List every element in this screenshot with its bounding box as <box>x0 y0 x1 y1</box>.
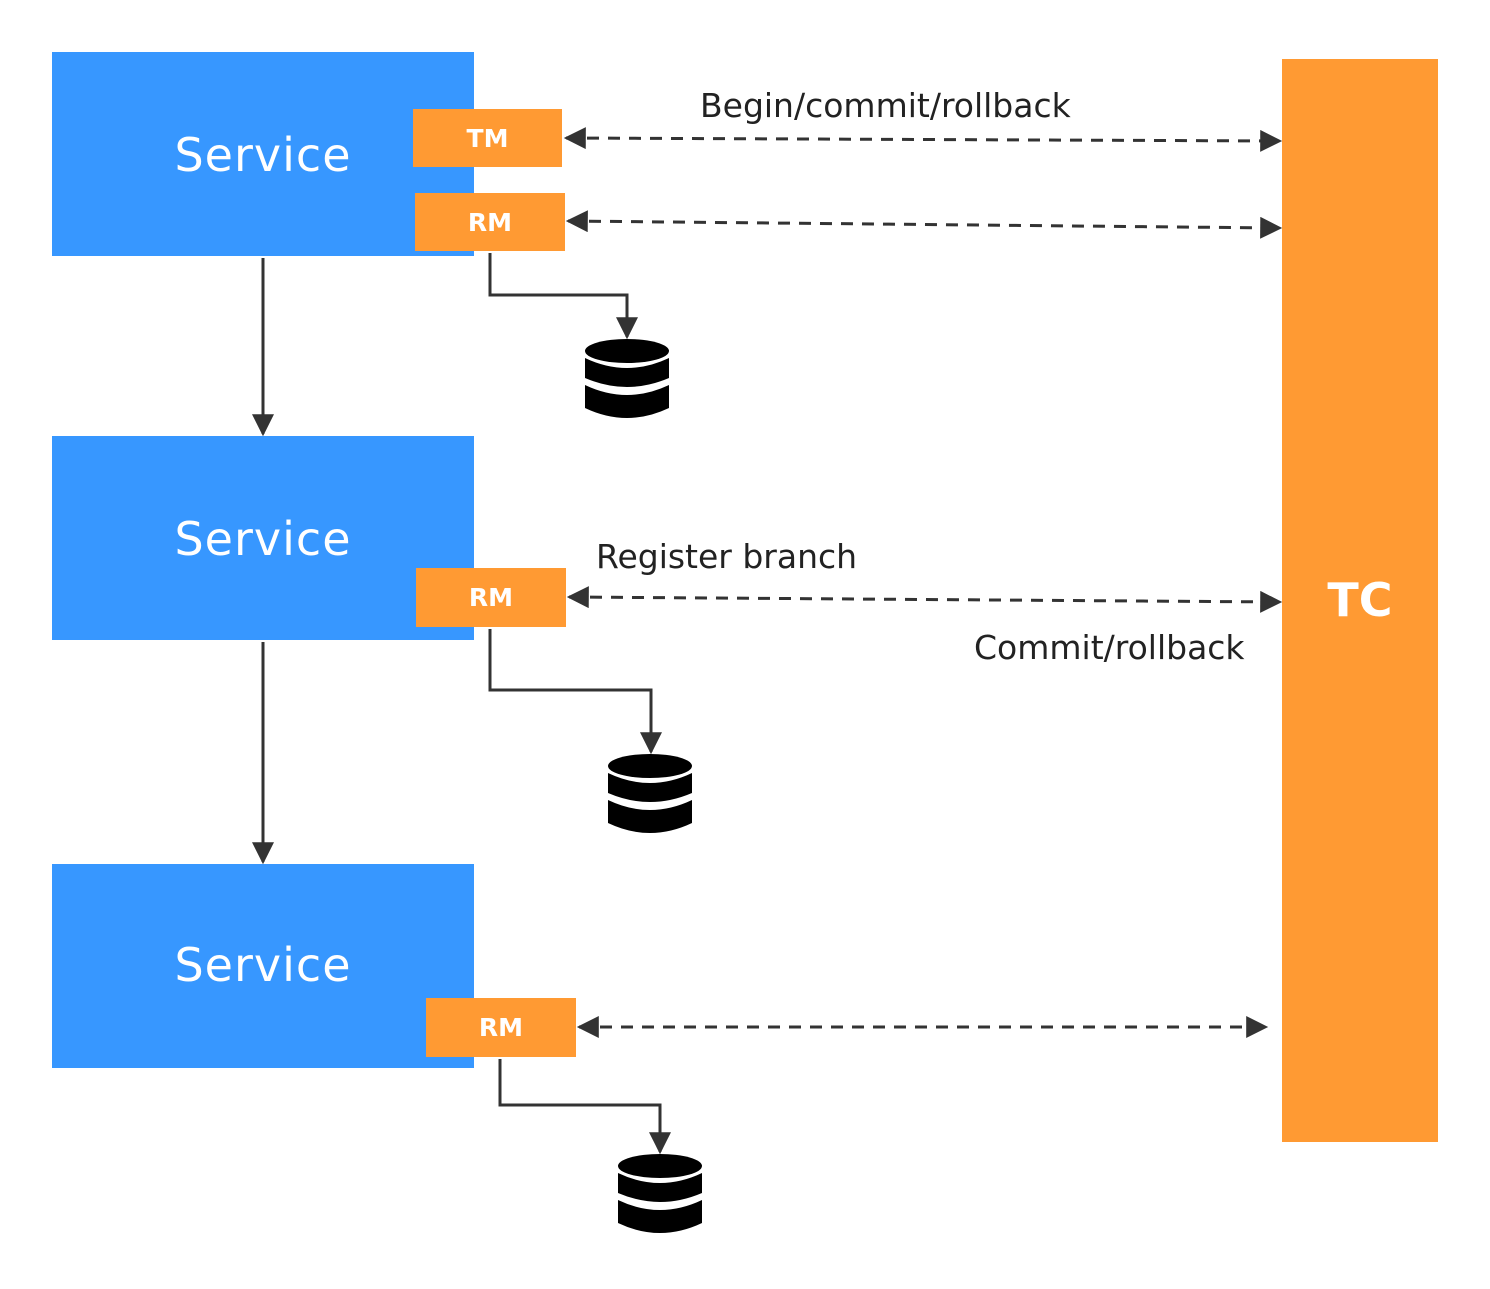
database-icon <box>618 1154 702 1233</box>
rm3-db-connector <box>498 1059 671 1155</box>
service-box-1: Service <box>52 52 474 256</box>
service-label-1: Service <box>174 128 352 182</box>
edge-label-register-branch: Register branch <box>596 537 858 576</box>
database-icon <box>608 754 692 833</box>
rm1-tc-dashed-arrow <box>565 210 1283 239</box>
rm-box-1: RM <box>415 193 565 251</box>
service-label-2: Service <box>174 512 352 566</box>
rm2-tc-dashed-arrow <box>566 586 1283 613</box>
service-box-3: Service <box>52 864 474 1068</box>
tc-box: TC <box>1282 59 1438 1142</box>
tm-tc-dashed-arrow <box>563 127 1283 152</box>
edge-label-begin-commit-rollback: Begin/commit/rollback <box>700 86 1071 125</box>
tm-box-1: TM <box>413 109 562 167</box>
edge-label-commit-rollback: Commit/rollback <box>974 628 1245 667</box>
rm-box-3: RM <box>426 998 576 1057</box>
rm1-db-connector <box>488 253 638 340</box>
rm-box-2: RM <box>416 568 566 627</box>
rm2-db-connector <box>488 629 662 755</box>
service-box-2: Service <box>52 436 474 640</box>
tc-label: TC <box>1327 573 1393 627</box>
database-icon <box>585 339 669 418</box>
service-label-3: Service <box>174 938 352 992</box>
